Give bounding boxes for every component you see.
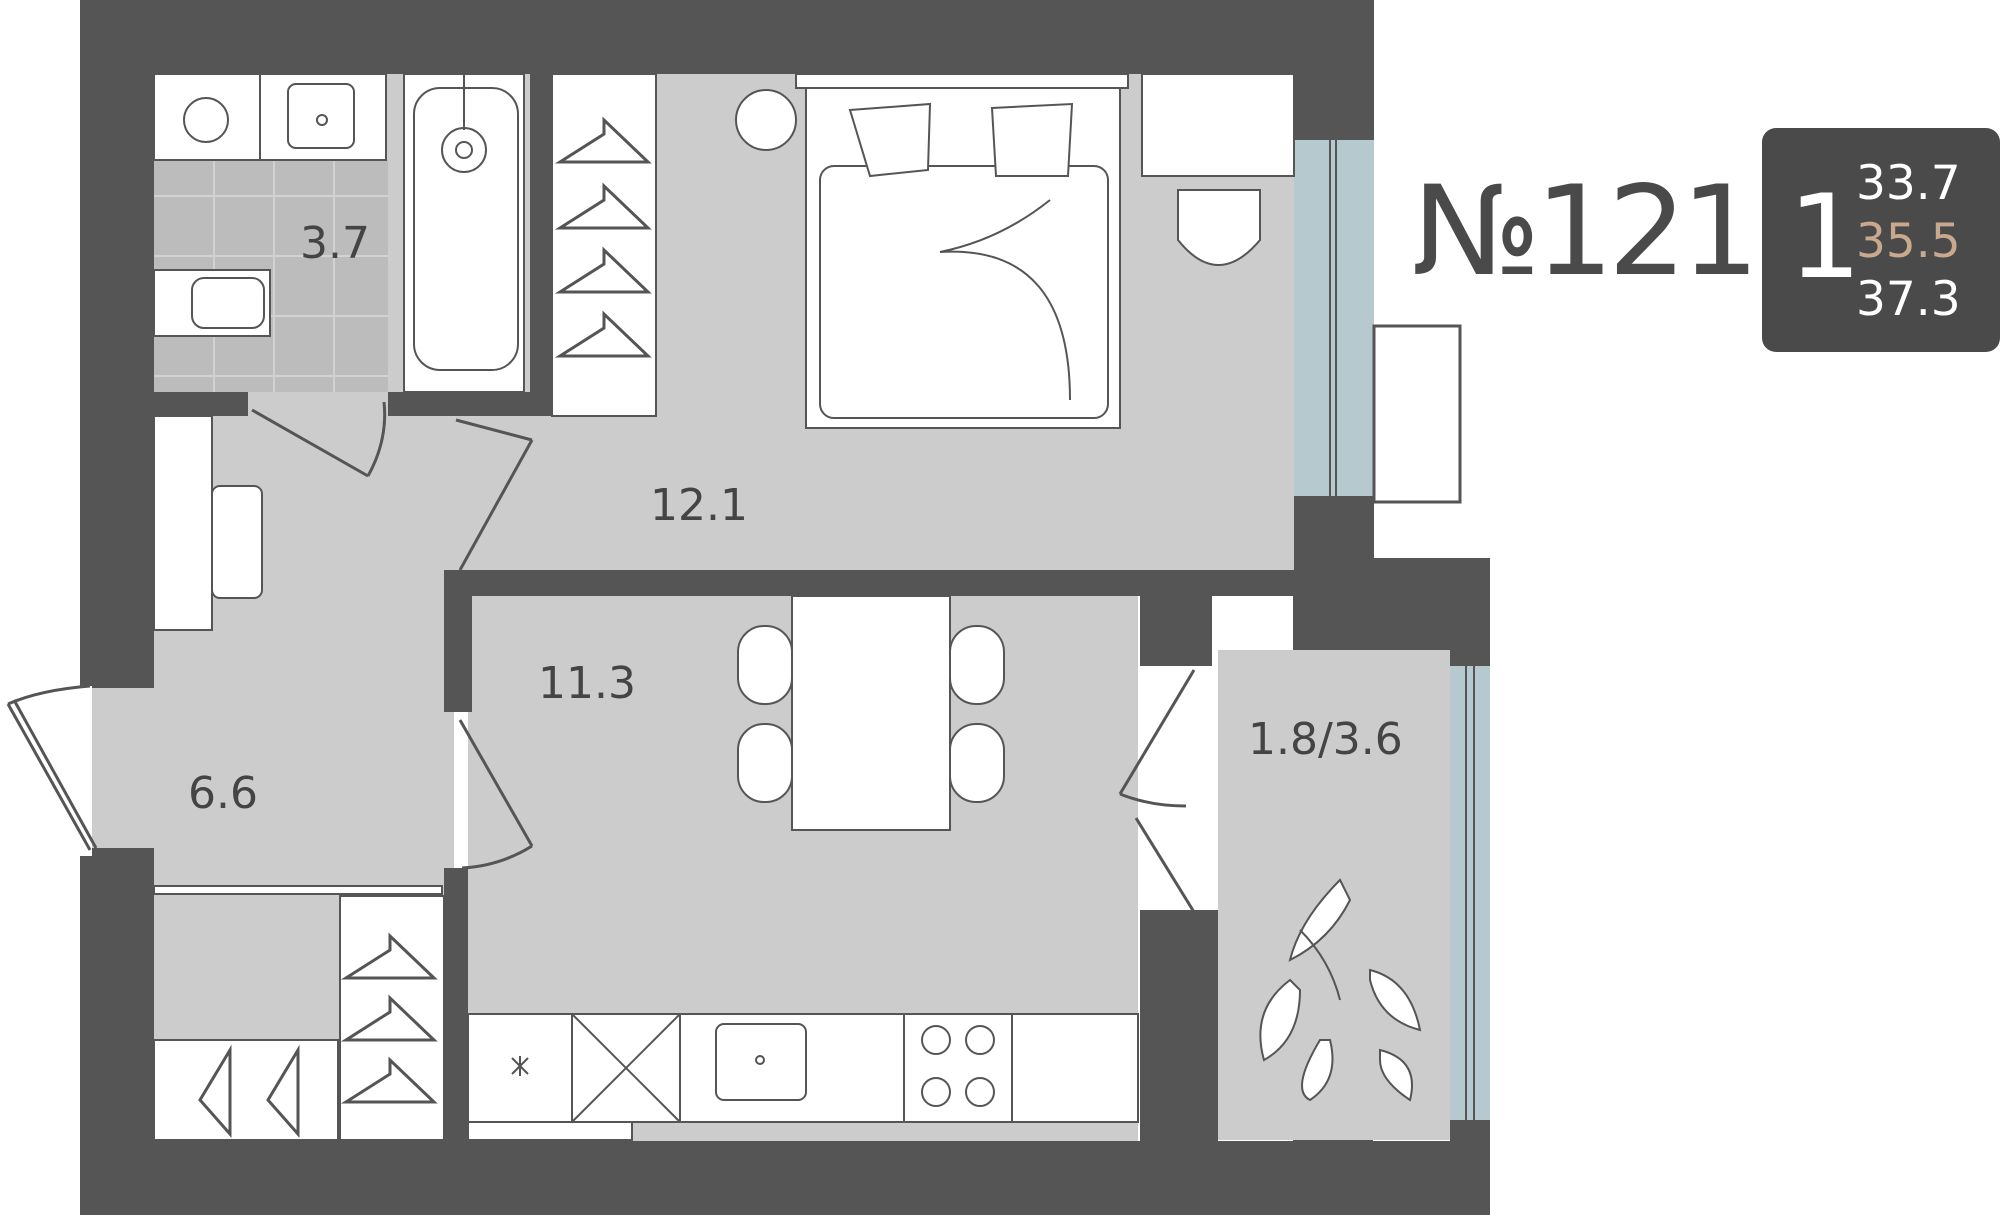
balcony-area: 1.8/3.6 bbox=[1248, 714, 1403, 765]
plant bbox=[1259, 878, 1422, 1102]
interior-doors bbox=[251, 401, 1196, 913]
room-count: 1 bbox=[1788, 170, 1862, 305]
windows bbox=[1294, 140, 1490, 1120]
desk bbox=[1141, 73, 1295, 266]
kitchen-counter bbox=[467, 1013, 1139, 1141]
area-min: 33.7 bbox=[1856, 156, 1961, 211]
bedroom-area: 12.1 bbox=[650, 480, 748, 531]
entrance-door bbox=[6, 684, 98, 856]
area-main: 35.5 bbox=[1856, 214, 1961, 269]
dining-set bbox=[737, 595, 1005, 831]
kitchen-area: 11.3 bbox=[538, 658, 636, 709]
apartment-number: №121 bbox=[1412, 160, 1760, 304]
bathroom-fixtures bbox=[153, 73, 525, 393]
hall-furniture bbox=[153, 415, 445, 1141]
bedroom-wardrobe bbox=[551, 73, 657, 417]
area-max: 37.3 bbox=[1856, 272, 1961, 327]
bathroom-area: 3.7 bbox=[300, 218, 370, 269]
area-badge: 1 33.7 35.5 37.3 bbox=[1762, 128, 2000, 352]
bed bbox=[735, 73, 1129, 429]
hall-area: 6.6 bbox=[188, 768, 258, 819]
